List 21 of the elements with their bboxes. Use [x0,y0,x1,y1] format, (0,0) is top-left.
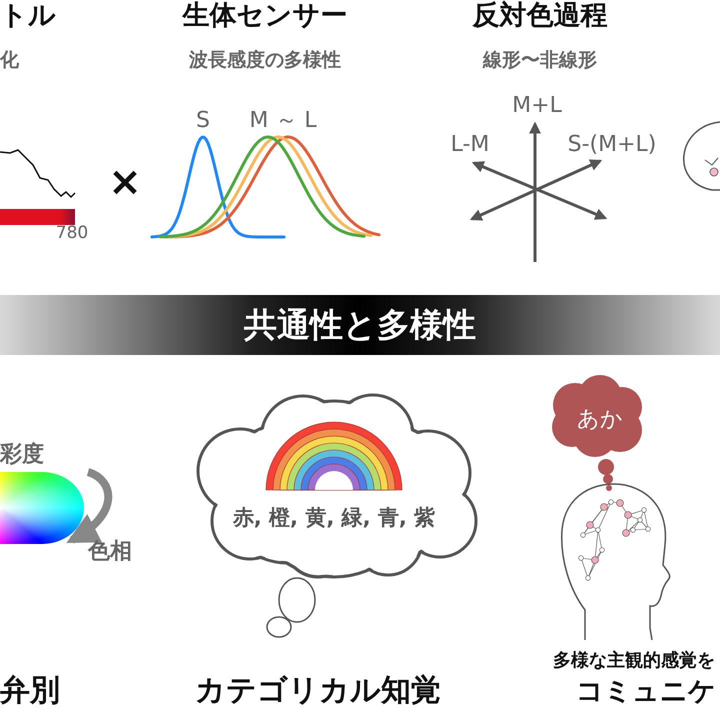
multiply-sign: × [108,162,142,202]
axis-label: L-M [450,134,490,156]
curve-label: S [196,110,210,132]
section-heading: コミュニケ [576,678,716,705]
section-heading: 生体センサー [182,2,348,29]
section-subheading: 線形〜非線形 [483,51,597,70]
axis-label: S-(M+L) [568,134,656,156]
axis-label: M+L [512,95,562,117]
section-heading: 弁別 [0,676,60,706]
curve-label: M ～ L [249,110,317,132]
cloud-text: 赤, 橙, 黄, 緑, 青, 紫 [232,508,436,528]
section-heading: カテゴリカル知覚 [195,676,441,706]
caption-text: 多様な主観的感覚を [553,652,715,670]
axis-label: 色相 [88,541,132,563]
section-heading: トル [0,2,56,29]
section-heading: 反対色過程 [472,2,608,29]
section-subheading: 波長感度の多様性 [189,51,341,70]
tick-label: 780 [56,225,88,242]
title-banner: 共通性と多様性 [0,295,720,355]
section-subheading: 化 [0,51,19,70]
cloud-text: あか [577,409,623,431]
